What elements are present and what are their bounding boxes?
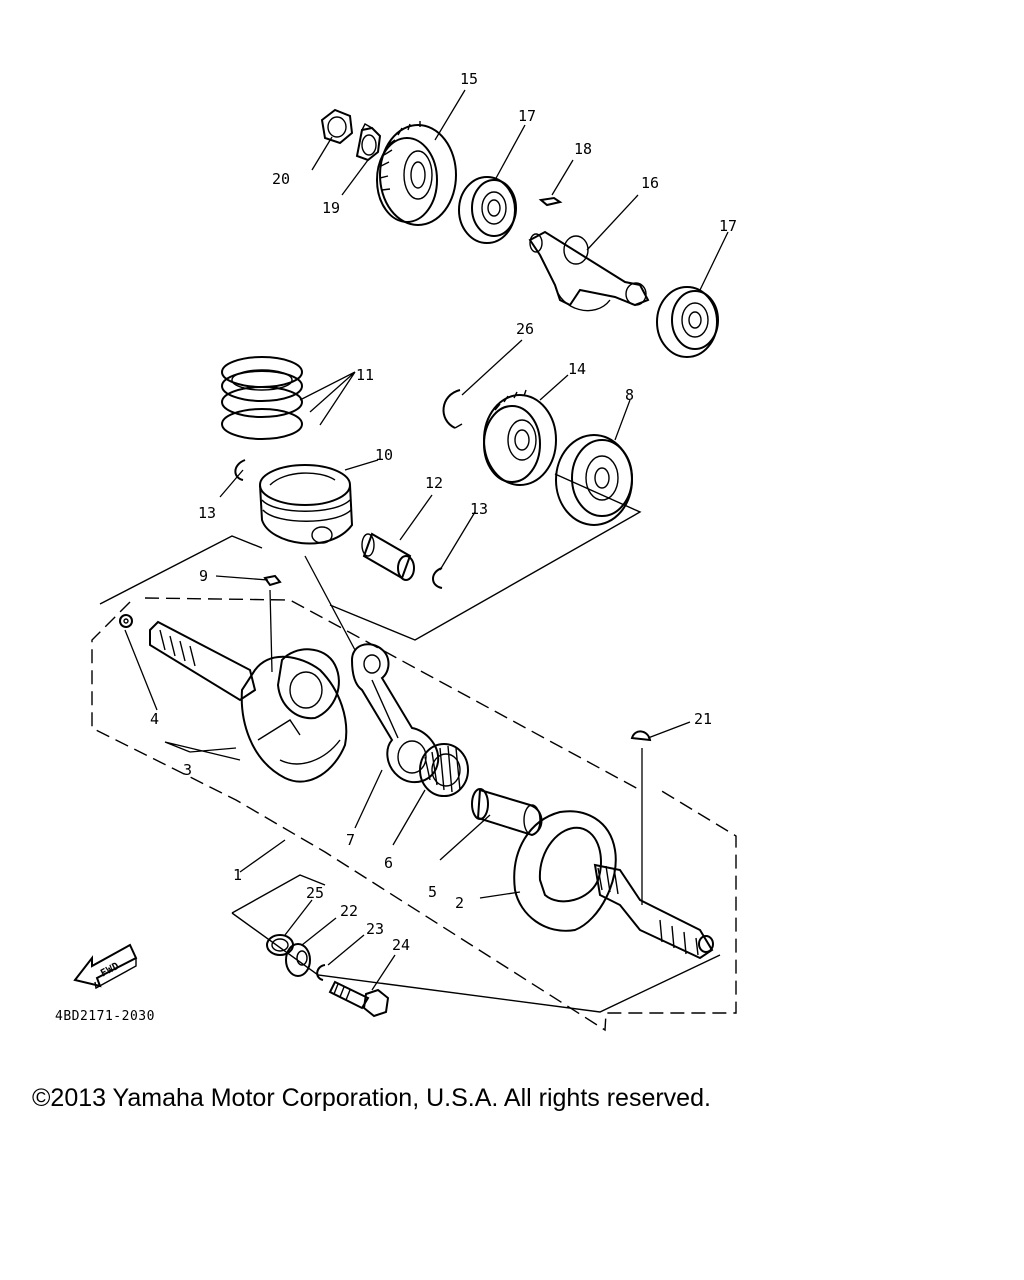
copyright-notice: ©2013 Yamaha Motor Corporation, U.S.A. A… bbox=[32, 1084, 711, 1112]
callout-7: 7 bbox=[346, 831, 355, 849]
piston-pin-part-12 bbox=[361, 532, 415, 581]
callout-10: 10 bbox=[375, 446, 393, 464]
callout-8: 8 bbox=[625, 386, 634, 404]
callout-6: 6 bbox=[384, 854, 393, 872]
callout-2: 2 bbox=[455, 894, 464, 912]
crankshaft-right-part-2 bbox=[513, 810, 714, 960]
piston-group-box bbox=[99, 473, 642, 641]
bolt-group-box bbox=[231, 874, 721, 1013]
callout-26: 26 bbox=[516, 320, 534, 338]
callout-17-upper: 17 bbox=[518, 107, 536, 125]
lock-washer-part-19 bbox=[355, 123, 382, 162]
crankshaft-left-part-3 bbox=[149, 620, 348, 783]
plate-washer-part-22 bbox=[285, 943, 311, 977]
callout-24: 24 bbox=[392, 936, 410, 954]
callout-labels: 15 17 18 20 16 19 17 26 11 14 8 10 12 13… bbox=[150, 70, 737, 954]
callout-20: 20 bbox=[272, 170, 290, 188]
callout-13-right: 13 bbox=[470, 500, 488, 518]
callout-5: 5 bbox=[428, 883, 437, 901]
callout-16: 16 bbox=[641, 174, 659, 192]
nut-part-20 bbox=[320, 108, 354, 145]
woodruff-key-part-9 bbox=[263, 574, 282, 587]
woodruff-key-part-21 bbox=[630, 730, 652, 742]
balancer-shaft-part-16 bbox=[528, 230, 650, 312]
washer-part-4 bbox=[119, 614, 133, 628]
callout-4: 4 bbox=[150, 710, 159, 728]
bearing-part-8 bbox=[555, 434, 633, 526]
piston-part-10 bbox=[259, 464, 354, 545]
callout-17-lower: 17 bbox=[719, 217, 737, 235]
callout-11: 11 bbox=[356, 366, 374, 384]
drive-gear-part-14 bbox=[483, 389, 557, 486]
crank-pin-part-5 bbox=[471, 788, 543, 837]
drive-gear-part-15 bbox=[376, 121, 457, 226]
callout-14: 14 bbox=[568, 360, 586, 378]
callout-15: 15 bbox=[460, 70, 478, 88]
callout-12: 12 bbox=[425, 474, 443, 492]
callout-21: 21 bbox=[694, 710, 712, 728]
woodruff-key-part-18 bbox=[538, 196, 563, 207]
needle-bearing-part-6 bbox=[419, 743, 469, 797]
callout-25: 25 bbox=[306, 884, 324, 902]
piston-ring-set-part-11 bbox=[221, 356, 303, 440]
callout-1: 1 bbox=[233, 866, 242, 884]
piston-pin-clip-part-13-right bbox=[432, 567, 443, 589]
o-ring-part-25 bbox=[266, 934, 294, 956]
callout-13-left: 13 bbox=[198, 504, 216, 522]
drawing-code: 4BD2171-2030 bbox=[55, 1009, 155, 1024]
bearing-part-17-upper bbox=[458, 176, 517, 244]
piston-pin-clip-part-13-left bbox=[234, 459, 246, 481]
circlip-part-26 bbox=[442, 389, 463, 429]
callout-23: 23 bbox=[366, 920, 384, 938]
callout-19: 19 bbox=[322, 199, 340, 217]
spring-washer-part-23 bbox=[316, 964, 326, 981]
bearing-part-17-lower bbox=[656, 286, 719, 358]
callout-3: 3 bbox=[183, 761, 192, 779]
leader-lines bbox=[124, 89, 729, 991]
callout-9: 9 bbox=[199, 567, 208, 585]
forward-direction-arrow-icon: FWD bbox=[73, 943, 138, 990]
crankshaft-assembly-dashed-box bbox=[91, 597, 737, 1032]
callout-18: 18 bbox=[574, 140, 592, 158]
connecting-rod-part-7 bbox=[350, 643, 440, 784]
callout-22: 22 bbox=[340, 902, 358, 920]
bolt-part-24 bbox=[328, 980, 390, 1018]
